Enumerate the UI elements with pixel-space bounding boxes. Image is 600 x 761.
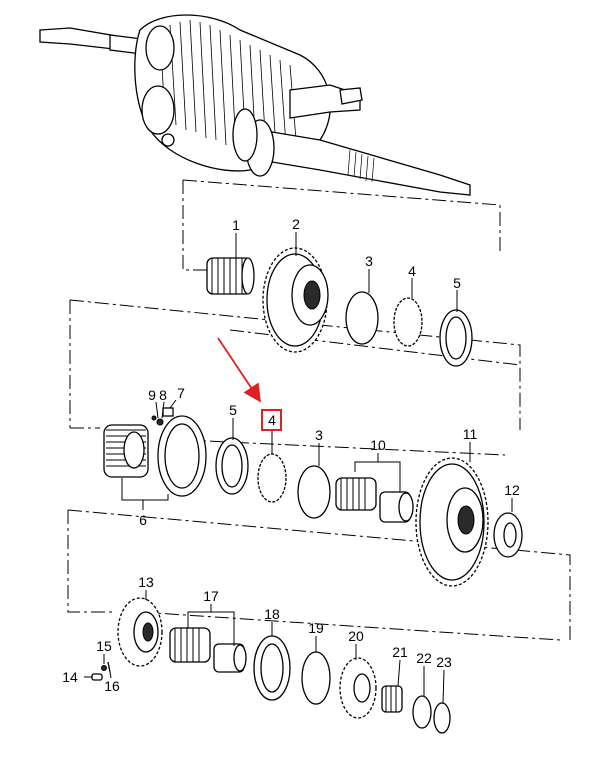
needle-bearing-1 <box>206 257 255 295</box>
bearing-21 <box>381 685 403 713</box>
sliding-sleeve-6 <box>157 415 207 497</box>
needle-bearing-17 <box>169 627 211 663</box>
callout-4: 4 <box>408 263 416 279</box>
gear-2 <box>262 247 329 353</box>
gear-20 <box>339 657 377 719</box>
synchro-ring-5b <box>215 437 249 495</box>
callout-1: 1 <box>232 217 240 233</box>
assembly-group-outlines <box>67 179 571 641</box>
callout-17: 17 <box>203 588 219 604</box>
leader-lines <box>84 232 513 704</box>
callout-3-lower: 3 <box>315 427 323 443</box>
thrust-washer-12 <box>493 512 523 558</box>
bushing-10 <box>379 491 414 523</box>
callout-11: 11 <box>463 426 478 442</box>
synchro-ring-4a <box>393 297 423 347</box>
callout-2: 2 <box>292 216 300 232</box>
callout-21: 21 <box>392 644 408 660</box>
callout-7: 7 <box>177 385 185 401</box>
synchro-ring-4b <box>257 453 287 503</box>
gear-shaft-assembly <box>39 14 471 196</box>
callout-5-lower: 5 <box>229 402 237 418</box>
callout-labels: 1 2 3 4 5 9 8 7 5 4 3 10 11 6 12 13 17 1… <box>62 216 520 694</box>
callout-15: 15 <box>96 638 112 654</box>
snap-ring-3a <box>345 291 379 345</box>
synchro-ring-5a <box>439 309 473 367</box>
gear-13 <box>117 597 163 667</box>
synchro-ring-19 <box>301 651 331 705</box>
gear-11 <box>415 457 489 587</box>
callout-19: 19 <box>308 620 324 636</box>
callout-14: 14 <box>62 669 78 685</box>
callout-22: 22 <box>416 650 432 666</box>
highlight-box <box>261 409 282 431</box>
snap-ring-23 <box>433 702 451 734</box>
callout-18: 18 <box>264 606 280 622</box>
snap-ring-3b <box>297 465 331 519</box>
callout-6: 6 <box>139 512 147 528</box>
synchro-hub-6 <box>103 424 149 478</box>
callout-4-highlighted: 4 <box>268 412 276 428</box>
callout-9: 9 <box>148 387 156 403</box>
callout-16: 16 <box>104 678 120 694</box>
callout-20: 20 <box>348 628 364 644</box>
needle-bearing-10 <box>335 477 377 511</box>
synchro-ring-18 <box>253 635 291 701</box>
highlight-arrow <box>217 337 261 403</box>
callout-12: 12 <box>504 482 520 498</box>
callout-8: 8 <box>159 387 167 403</box>
washer-22 <box>412 695 432 729</box>
callout-23: 23 <box>436 654 452 670</box>
callout-3: 3 <box>365 253 373 269</box>
bushing-17 <box>213 643 247 673</box>
highlight-marker <box>217 337 282 431</box>
callout-5: 5 <box>453 275 461 291</box>
callout-13: 13 <box>138 574 154 590</box>
callout-10: 10 <box>370 437 386 453</box>
